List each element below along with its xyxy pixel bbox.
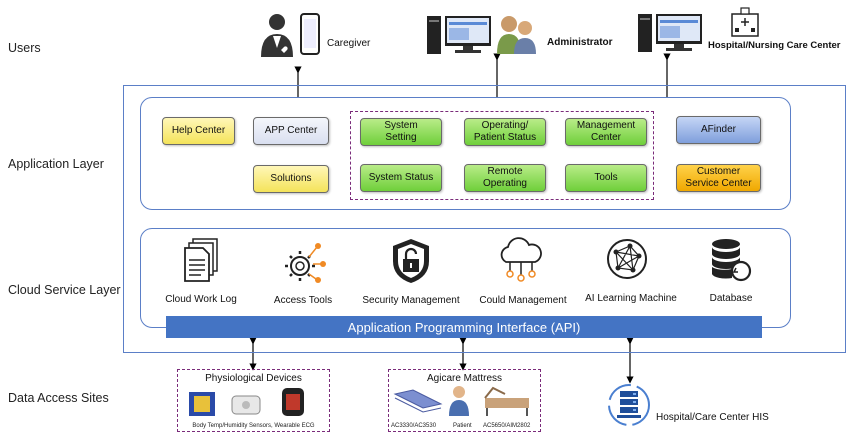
hospital-user-icon — [638, 7, 759, 52]
hospital-his-label: Hospital/Care Center HIS — [656, 412, 769, 423]
administrator-group — [425, 12, 545, 62]
afinder-button[interactable]: AFinder — [676, 116, 761, 144]
agicare-mattress-title: Agicare Mattress — [426, 373, 503, 384]
mattress-caption-1: AC3330/AC3530 — [391, 423, 437, 429]
agicare-mattress-icon — [393, 386, 529, 416]
administrator-label: Administrator — [547, 37, 613, 48]
help-center-button[interactable]: Help Center — [162, 117, 235, 145]
system-status-button[interactable]: System Status — [360, 164, 442, 192]
customer-service-button[interactable]: Customer Service Center — [676, 164, 761, 192]
cloud-service-panel — [140, 228, 791, 328]
hospital-label: Hospital/Nursing Care Center — [708, 40, 841, 51]
security-management-label: Security Management — [362, 295, 460, 306]
caregiver-label: Caregiver — [327, 38, 371, 49]
hospital-group — [636, 7, 766, 63]
hospital-his-icon — [608, 384, 650, 426]
system-setting-button[interactable]: System Setting — [360, 118, 442, 146]
ai-learning-machine-label: AI Learning Machine — [585, 293, 677, 304]
operating-status-button[interactable]: Operating/ Patient Status — [464, 118, 546, 146]
physiological-devices-caption: Body Temp/Humidity Sensors, Wearable ECG — [192, 423, 315, 429]
access-tools-icon — [285, 243, 326, 283]
layer-label-users: Users — [8, 41, 41, 55]
management-center-button[interactable]: Management Center — [565, 118, 647, 146]
api-bar: Application Programming Interface (API) — [166, 316, 762, 338]
ai-learning-machine-icon — [607, 239, 647, 279]
database-icon — [712, 239, 752, 282]
physiological-devices-icon — [189, 388, 304, 416]
solutions-button[interactable]: Solutions — [253, 165, 329, 193]
agicare-mattress-box — [388, 369, 541, 432]
caregiver-group — [257, 12, 327, 67]
administrator-icon — [427, 16, 536, 54]
mattress-caption-3: AC5650/AIM2802 — [483, 423, 531, 429]
mattress-caption-2: Patient — [453, 423, 472, 429]
cloud-work-log-label: Cloud Work Log — [165, 294, 237, 305]
tools-button[interactable]: Tools — [565, 164, 647, 192]
security-management-icon — [393, 239, 429, 283]
platform-container — [123, 85, 846, 353]
could-management-label: Could Management — [479, 295, 567, 306]
cloud-work-log-icon — [184, 238, 218, 282]
layer-label-application: Application Layer — [8, 157, 104, 171]
could-management-icon — [500, 237, 542, 282]
layer-label-cloud: Cloud Service Layer — [8, 283, 121, 297]
caregiver-icon — [261, 13, 320, 57]
app-center-button[interactable]: APP Center — [253, 117, 329, 145]
admin-module-group — [350, 111, 654, 200]
physiological-devices-box — [177, 369, 330, 432]
access-tools-label: Access Tools — [273, 295, 333, 306]
database-label: Database — [709, 293, 753, 304]
layer-label-data-access: Data Access Sites — [8, 391, 109, 405]
physiological-devices-title: Physiological Devices — [205, 373, 302, 384]
remote-operating-button[interactable]: Remote Operating — [464, 164, 546, 192]
